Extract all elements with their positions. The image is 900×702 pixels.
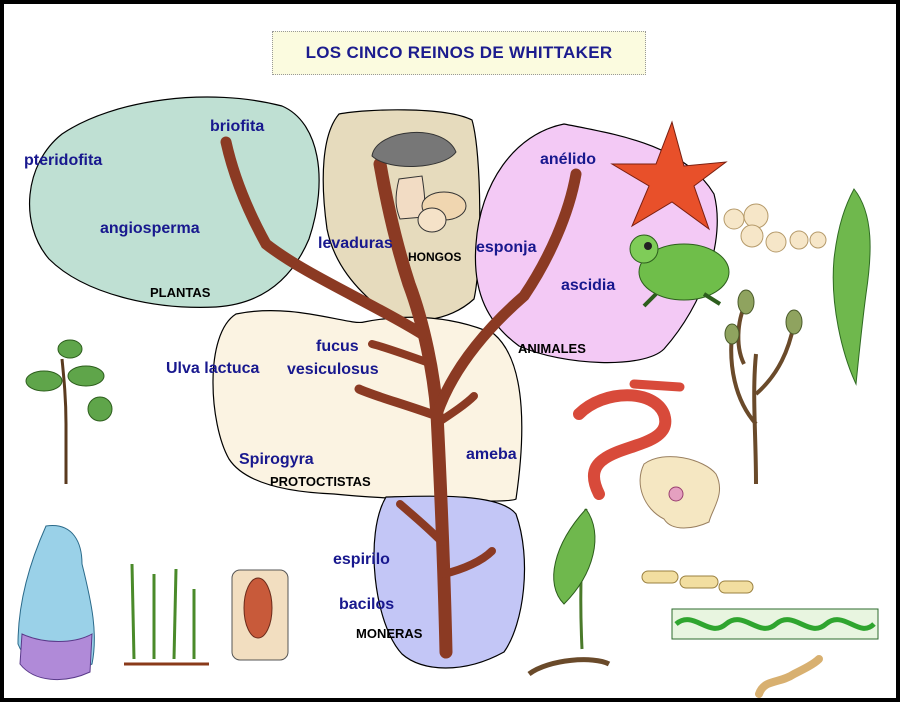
fucus-pods bbox=[724, 289, 803, 345]
label-esponja: esponja bbox=[476, 239, 537, 256]
label-ascidia: ascidia bbox=[561, 277, 616, 294]
kingdom-protoctistas: PROTOCTISTAS bbox=[270, 474, 371, 489]
title-banner: LOS CINCO REINOS DE WHITTAKER bbox=[272, 31, 646, 75]
label-pteridofita: pteridofita bbox=[24, 152, 103, 169]
label-spirogyra: Spirogyra bbox=[239, 451, 314, 468]
ascidian-illustration bbox=[17, 525, 95, 681]
kingdom-animales: ANIMALES bbox=[518, 341, 586, 356]
label-angiosperma: angiosperma bbox=[100, 220, 200, 237]
sponge-illustration bbox=[723, 203, 827, 253]
kingdom-plantas: PLANTAS bbox=[150, 285, 211, 300]
label-espirilo: espirilo bbox=[333, 551, 390, 568]
diagram-title: LOS CINCO REINOS DE WHITTAKER bbox=[305, 43, 613, 62]
label-vesiculosus: vesiculosus bbox=[287, 361, 379, 378]
spirogyra-illustration bbox=[671, 608, 879, 640]
region-plantas bbox=[29, 96, 320, 308]
label-briofita: briofita bbox=[210, 118, 265, 135]
label-ulva: Ulva lactuca bbox=[166, 360, 260, 377]
bacilli-illustration bbox=[641, 570, 754, 594]
seedling-illustration bbox=[25, 339, 113, 484]
tree-trunk bbox=[220, 136, 582, 659]
diagram-drawing bbox=[17, 96, 879, 698]
kingdom-hongos: HONGOS bbox=[408, 250, 462, 264]
starfish-illustration bbox=[610, 120, 728, 231]
mushroom-illustration bbox=[371, 132, 467, 233]
fern-illustration bbox=[553, 508, 596, 650]
label-fucus: fucus bbox=[316, 338, 359, 355]
fern-rhizome bbox=[527, 657, 611, 677]
kingdom-moneras: MONERAS bbox=[356, 626, 423, 641]
amoeba-nucleus bbox=[668, 486, 684, 502]
spirillum-illustration bbox=[755, 655, 823, 698]
earthworm-tail bbox=[629, 379, 685, 392]
label-ameba: ameba bbox=[466, 446, 517, 463]
sporangium-illustration bbox=[231, 569, 289, 661]
label-levaduras: levaduras bbox=[318, 235, 393, 252]
label-bacilos: bacilos bbox=[339, 596, 395, 613]
label-anelido: anélido bbox=[540, 151, 597, 168]
diagram-canvas: LOS CINCO REINOS DE WHITTAKER briofita p… bbox=[4, 4, 896, 698]
earthworm-illustration bbox=[573, 389, 672, 500]
frog-illustration bbox=[629, 234, 730, 308]
moss-illustration bbox=[130, 563, 196, 660]
fucus-illustration bbox=[729, 302, 796, 485]
kelp-illustration bbox=[832, 188, 871, 386]
